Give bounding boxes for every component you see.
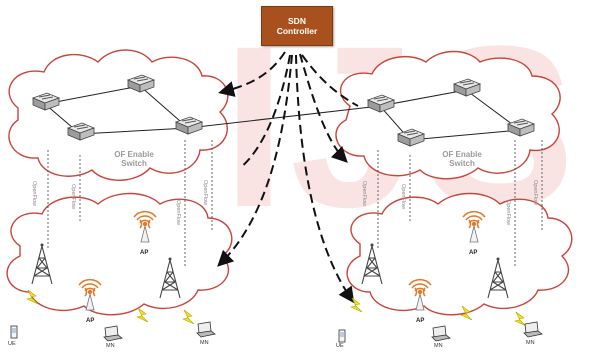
controller-label-line2: Controller [276,26,318,36]
right-switch-cloud [335,50,561,180]
openflow-label: OpenFlow [505,200,511,226]
laptop-icon [103,325,123,342]
right-switch-domain-label: OF Enable Switch [432,150,492,168]
switch-label-line1: OF Enable [442,150,482,159]
sdn-controller-box: SDN Controller [261,6,333,46]
controller-label-line1: SDN [288,16,306,26]
ue-label: UE [336,343,344,349]
lightning-icon [350,297,363,313]
mn-label: MN [434,343,443,349]
right-access-cloud [346,192,573,316]
left-switch-cloud [8,49,229,181]
switch-label-line2: Switch [449,159,475,168]
ap-label: AP [469,250,478,256]
openflow-label: OpenFlow [31,181,37,207]
openflow-links [47,140,543,266]
left-access-cloud [6,192,233,316]
openflow-label: OpenFlow [361,181,367,207]
ap-label: AP [140,250,149,256]
openflow-label: OpenFlow [175,200,181,226]
ap-label: AP [86,318,95,324]
ap-label: AP [416,318,425,324]
mn-label: MN [200,340,209,346]
laptop-icon [196,321,216,338]
lightning-icon [136,307,149,323]
left-switch-domain-label: OF Enable Switch [104,150,164,168]
mn-label: MN [526,340,535,346]
switch-label-line2: Switch [121,159,147,168]
laptop-icon [523,321,543,338]
laptop-icon [431,325,451,342]
lightning-icon [514,311,527,327]
openflow-label: OpenFlow [532,180,538,206]
mn-label: MN [106,343,115,349]
openflow-label: OpenFlow [400,184,406,210]
lightning-icon [182,309,195,325]
controller-links [217,51,359,304]
openflow-label: OpenFlow [70,184,76,210]
phone-icon [338,329,346,343]
ue-label: UE [8,341,16,347]
switch-label-line1: OF Enable [114,150,154,159]
phone-icon [10,325,18,339]
openflow-label: OpenFlow [202,180,208,206]
